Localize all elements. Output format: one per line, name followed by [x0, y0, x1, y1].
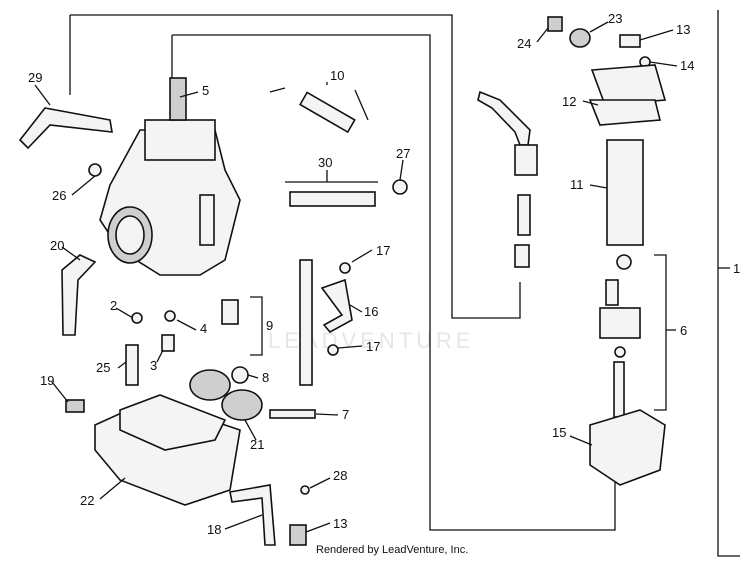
part-7-bolt	[269, 409, 316, 419]
callout-4: 4	[200, 321, 207, 336]
part-19-screw	[65, 399, 85, 413]
right-assembly	[547, 16, 667, 486]
callout-27: 27	[396, 146, 410, 161]
leader-lines	[34, 21, 730, 533]
part-21-float-b	[221, 389, 263, 421]
part-15-slide	[589, 409, 666, 486]
hose-16	[320, 278, 353, 334]
part-17-clip-top	[339, 262, 351, 274]
part-11-spring	[606, 139, 644, 246]
callout-17-bottom: 17	[366, 339, 380, 354]
callout-14: 14	[680, 58, 694, 73]
part-13-screw-bottom	[289, 524, 307, 546]
part-24-nut	[547, 16, 563, 32]
part-6-retainer	[599, 307, 641, 339]
part-12-gasket	[588, 99, 662, 126]
callout-21: 21	[250, 437, 264, 452]
hoses	[18, 90, 531, 546]
callout-26: 26	[52, 188, 66, 203]
caption: Rendered by LeadVenture, Inc.	[316, 544, 468, 556]
part-13-screw-top	[619, 34, 641, 48]
callout-23: 23	[608, 11, 622, 26]
part-23-fitting	[569, 28, 591, 48]
hose-20	[61, 254, 97, 336]
callout-3: 3	[150, 358, 157, 373]
carburetor-body	[99, 119, 241, 276]
part-28-clip	[300, 485, 310, 495]
callout-19: 19	[40, 373, 54, 388]
hose-29	[18, 107, 113, 150]
part-6-clip	[614, 346, 626, 358]
callout-9: 9	[266, 318, 273, 333]
fuel-line-throttle	[477, 90, 531, 146]
part-21-float-a	[189, 369, 231, 401]
carb-top-housing	[144, 119, 216, 161]
part-30-assembly	[289, 191, 376, 207]
part-25-pin	[125, 344, 139, 386]
float-bowl-gasket	[119, 394, 227, 451]
throttle-plunger	[514, 244, 530, 268]
hose-18	[229, 484, 276, 546]
small-parts	[65, 77, 538, 546]
callout-2: 2	[110, 298, 117, 313]
part-top-cap	[590, 64, 667, 106]
callout-5: 5	[202, 83, 209, 98]
part-26-screw	[88, 163, 102, 177]
callout-28: 28	[333, 468, 347, 483]
part-8-nut	[231, 366, 249, 384]
part-tube-long	[299, 259, 313, 386]
part-3-jet	[161, 334, 175, 352]
part-5-screw	[169, 77, 187, 121]
callout-18: 18	[207, 522, 221, 537]
part-9-needle	[221, 299, 239, 325]
callout-24: 24	[517, 36, 531, 51]
callout-13-bottom: 13	[333, 516, 347, 531]
part-6-screw	[605, 279, 619, 306]
part-2-plug	[131, 312, 143, 324]
part-17-clip-bottom	[327, 344, 339, 356]
part-10-assembly	[299, 91, 356, 134]
callout-6: 6	[680, 323, 687, 338]
callout-30: 30	[318, 155, 332, 170]
group-bracket-6	[654, 254, 667, 411]
callout-25: 25	[96, 360, 110, 375]
boundary-lines	[69, 10, 740, 557]
part-4-washer	[164, 310, 176, 322]
callout-1: 1	[733, 261, 740, 276]
carb-intake-bore	[115, 215, 145, 255]
boundary-line-inner	[172, 34, 616, 531]
throttle-spring	[517, 194, 531, 236]
carb-fuel-nozzle	[199, 194, 215, 246]
callout-17-top: 17	[376, 243, 390, 258]
callout-13-top: 13	[676, 22, 690, 37]
part-6-washer	[616, 254, 632, 270]
callout-12: 12	[562, 94, 576, 109]
callout-11: 11	[570, 177, 584, 192]
float-bowl	[94, 394, 241, 506]
part-6-needle	[613, 361, 625, 418]
boundary-line-right	[717, 10, 740, 557]
callout-8: 8	[262, 370, 269, 385]
callout-labels: 29 5 10 30 27 26 20 17 16 17 2 4 3 9 25 …	[28, 11, 740, 537]
callout-20: 20	[50, 238, 64, 253]
part-27-cap	[392, 179, 408, 195]
callout-7: 7	[342, 407, 349, 422]
callout-29: 29	[28, 70, 42, 85]
callout-16: 16	[364, 304, 378, 319]
boundary-line-top	[70, 14, 521, 319]
throttle-adjuster	[514, 144, 538, 176]
callout-15: 15	[552, 425, 566, 440]
group-bracket-9	[250, 296, 263, 356]
callout-22: 22	[80, 493, 94, 508]
callout-10: 10	[330, 68, 344, 83]
